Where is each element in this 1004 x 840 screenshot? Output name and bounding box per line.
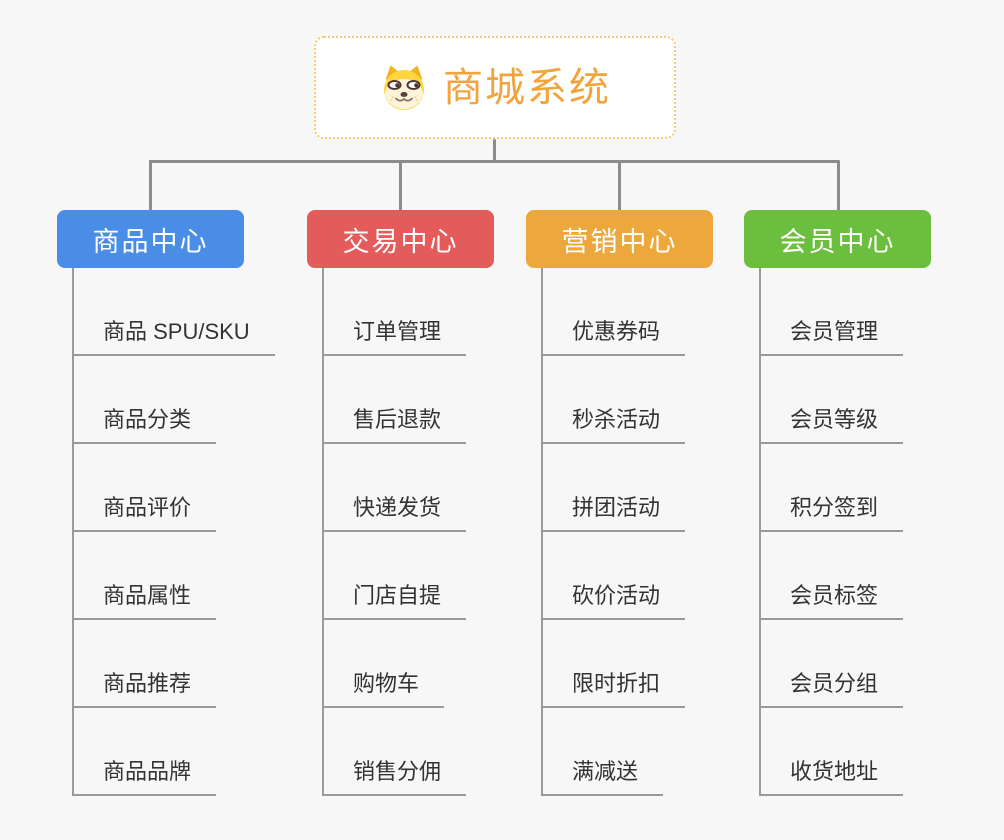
leaf-label: 秒杀活动 <box>543 407 686 444</box>
leaf-label: 订单管理 <box>324 319 467 356</box>
connector-bus <box>149 160 840 163</box>
leaf-node[interactable]: 会员分组 <box>761 620 931 708</box>
leaf-label: 拼团活动 <box>543 495 686 532</box>
leaf-label: 优惠券码 <box>543 319 686 356</box>
branch-node-product-center[interactable]: 商品中心 <box>57 210 244 268</box>
branch-column-product-center: 商品中心 商品 SPU/SKU 商品分类 商品评价 商品属性 商品推荐 商品品牌 <box>57 210 275 796</box>
leaf-node[interactable]: 商品品牌 <box>74 708 244 796</box>
leaf-node[interactable]: 售后退款 <box>324 356 494 444</box>
leaf-node[interactable]: 商品分类 <box>74 356 244 444</box>
branch-column-trade-center: 交易中心 订单管理 售后退款 快递发货 门店自提 购物车 销售分佣 <box>307 210 494 796</box>
leaf-label: 商品属性 <box>74 583 217 620</box>
leaf-label: 商品评价 <box>74 495 217 532</box>
leaf-node[interactable]: 拼团活动 <box>543 444 713 532</box>
connector-drop-marketing-center <box>618 160 621 211</box>
connector-drop-trade-center <box>399 160 402 211</box>
leaf-label: 积分签到 <box>761 495 904 532</box>
leaf-node[interactable]: 秒杀活动 <box>543 356 713 444</box>
dog-face-icon <box>384 65 424 110</box>
leaf-node[interactable]: 商品属性 <box>74 532 244 620</box>
leaf-label: 会员管理 <box>761 319 904 356</box>
leaf-label: 收货地址 <box>761 759 904 796</box>
branch-node-trade-center[interactable]: 交易中心 <box>307 210 494 268</box>
leaf-label: 购物车 <box>324 671 445 708</box>
leaf-node[interactable]: 积分签到 <box>761 444 931 532</box>
leaf-node[interactable]: 限时折扣 <box>543 620 713 708</box>
leaf-node[interactable]: 会员标签 <box>761 532 931 620</box>
branch-node-marketing-center[interactable]: 营销中心 <box>526 210 713 268</box>
leaf-node[interactable]: 快递发货 <box>324 444 494 532</box>
leaf-label: 会员分组 <box>761 671 904 708</box>
root-node-title: 商城系统 <box>443 65 611 110</box>
root-node[interactable]: 商城系统 <box>314 36 676 139</box>
leaf-label: 商品分类 <box>74 407 217 444</box>
branch-children-member-center: 会员管理 会员等级 积分签到 会员标签 会员分组 收货地址 <box>759 268 931 796</box>
leaf-label: 售后退款 <box>324 407 467 444</box>
leaf-label: 商品 SPU/SKU <box>74 319 275 356</box>
leaf-node[interactable]: 购物车 <box>324 620 494 708</box>
leaf-label: 砍价活动 <box>543 583 686 620</box>
leaf-node[interactable]: 商品推荐 <box>74 620 244 708</box>
leaf-node[interactable]: 商品 SPU/SKU <box>74 268 275 356</box>
leaf-label: 商品推荐 <box>74 671 217 708</box>
leaf-node[interactable]: 优惠券码 <box>543 268 713 356</box>
connector-drop-product-center <box>149 160 152 211</box>
branch-children-marketing-center: 优惠券码 秒杀活动 拼团活动 砍价活动 限时折扣 满减送 <box>541 268 713 796</box>
leaf-label: 会员标签 <box>761 583 904 620</box>
leaf-node[interactable]: 商品评价 <box>74 444 244 532</box>
leaf-node[interactable]: 满减送 <box>543 708 713 796</box>
leaf-node[interactable]: 销售分佣 <box>324 708 494 796</box>
branch-children-trade-center: 订单管理 售后退款 快递发货 门店自提 购物车 销售分佣 <box>322 268 494 796</box>
branch-node-member-center[interactable]: 会员中心 <box>744 210 931 268</box>
leaf-node[interactable]: 砍价活动 <box>543 532 713 620</box>
leaf-label: 商品品牌 <box>74 759 217 796</box>
leaf-label: 快递发货 <box>324 495 467 532</box>
leaf-label: 限时折扣 <box>543 671 686 708</box>
leaf-label: 会员等级 <box>761 407 904 444</box>
leaf-node[interactable]: 门店自提 <box>324 532 494 620</box>
leaf-label: 门店自提 <box>324 583 467 620</box>
leaf-node[interactable]: 收货地址 <box>761 708 931 796</box>
connector-root-stem <box>493 139 496 163</box>
branch-children-product-center: 商品 SPU/SKU 商品分类 商品评价 商品属性 商品推荐 商品品牌 <box>72 268 275 796</box>
leaf-label: 满减送 <box>543 759 664 796</box>
leaf-node[interactable]: 会员等级 <box>761 356 931 444</box>
branch-column-member-center: 会员中心 会员管理 会员等级 积分签到 会员标签 会员分组 收货地址 <box>744 210 931 796</box>
connector-drop-member-center <box>837 160 840 211</box>
leaf-node[interactable]: 会员管理 <box>761 268 931 356</box>
leaf-node[interactable]: 订单管理 <box>324 268 494 356</box>
branch-column-marketing-center: 营销中心 优惠券码 秒杀活动 拼团活动 砍价活动 限时折扣 满减送 <box>526 210 713 796</box>
leaf-label: 销售分佣 <box>324 759 467 796</box>
